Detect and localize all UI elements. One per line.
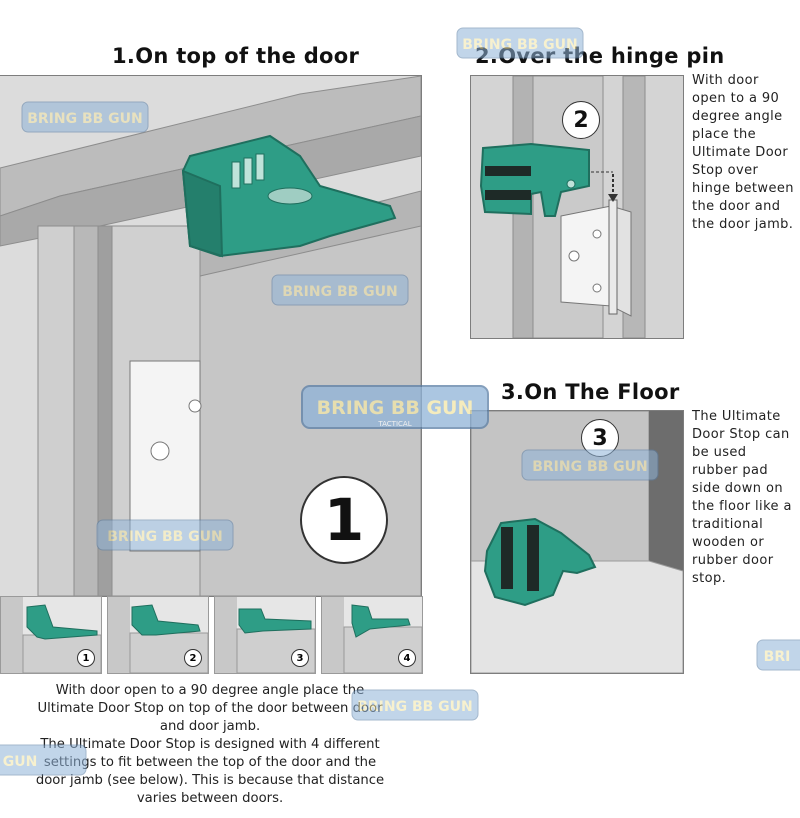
section-2-title: 2.Over the hinge pin (475, 44, 725, 68)
section-3-title: 3.On The Floor (501, 380, 680, 404)
number-badge-3: 3 (581, 419, 619, 457)
setting-thumb-1: 1 (0, 596, 102, 674)
number-label-3: 3 (592, 425, 608, 451)
setting-badge-2: 2 (184, 649, 202, 667)
big-number-label: 1 (323, 486, 365, 554)
section-1-description-1: With door open to a 90 degree angle plac… (37, 683, 383, 734)
setting-badge-1: 1 (77, 649, 95, 667)
section-1-description-2: The Ultimate Door Stop is designed with … (35, 737, 385, 806)
setting-label-4: 4 (403, 652, 411, 664)
section-1-illustration: 1 (0, 75, 422, 597)
setting-thumb-3: 3 (214, 596, 316, 674)
section-3-description: The Ultimate Door Stop can be used rubbe… (692, 409, 792, 586)
section-2-illustration: 2 (470, 75, 684, 339)
big-number-badge: 1 (300, 476, 388, 564)
number-label-2: 2 (573, 107, 589, 133)
setting-label-2: 2 (189, 652, 197, 664)
settings-strip: 1 2 3 4 (0, 596, 423, 674)
setting-badge-3: 3 (291, 649, 309, 667)
setting-label-3: 3 (296, 652, 304, 664)
setting-label-1: 1 (82, 652, 90, 664)
watermark-text: BRI (764, 649, 791, 665)
setting-thumb-4: 4 (321, 596, 423, 674)
setting-badge-4: 4 (398, 649, 416, 667)
setting-thumb-2: 2 (107, 596, 209, 674)
number-badge-2: 2 (562, 101, 600, 139)
section-3-illustration: 3 (470, 410, 684, 674)
section-1-title: 1.On top of the door (112, 44, 360, 68)
section-2-description: With door open to a 90 degree angle plac… (692, 73, 794, 232)
watermark-logo: BRI (755, 630, 800, 680)
floor-illustration (471, 411, 683, 673)
